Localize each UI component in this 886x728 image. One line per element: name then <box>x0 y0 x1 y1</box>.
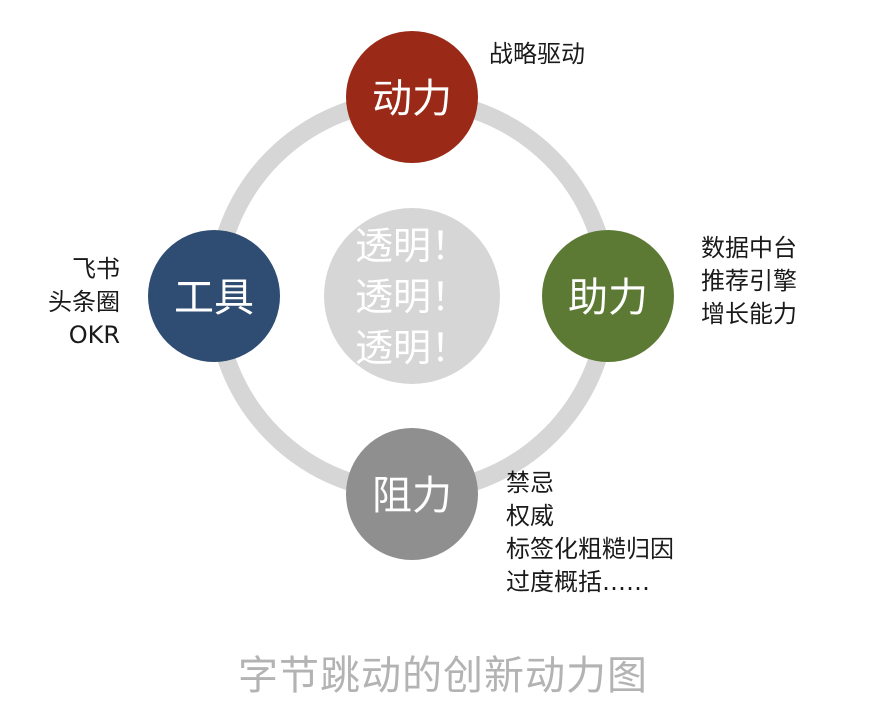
annotation-resistance-line: 标签化粗糙归因 <box>506 535 674 563</box>
annotation-resistance-line: 禁忌 <box>506 469 554 497</box>
center-circle <box>324 208 500 384</box>
annotation-motivation-line: 战略驱动 <box>489 40 585 68</box>
center-text-line-2: 透明！ <box>355 275 469 319</box>
diagram-caption: 字节跳动的创新动力图 <box>238 653 648 699</box>
node-assist-label: 助力 <box>568 275 648 321</box>
node-motivation-label: 动力 <box>372 76 452 122</box>
node-tools-circle <box>148 230 280 362</box>
annotation-resistance: 禁忌 权威 标签化粗糙归因 过度概括…… <box>506 467 674 599</box>
annotation-tools-line: 头条圈 <box>48 288 120 316</box>
node-resistance-label: 阻力 <box>372 473 452 519</box>
node-resistance-circle <box>346 428 478 560</box>
node-assist-circle <box>542 230 674 362</box>
center-text-line-1: 透明！ <box>355 224 469 268</box>
annotation-tools-line: OKR <box>68 321 120 349</box>
center-text-line-3: 透明！ <box>355 326 469 370</box>
annotation-motivation: 战略驱动 <box>489 38 585 71</box>
node-assist: 助力 <box>542 230 674 362</box>
annotation-assist-line: 增长能力 <box>701 300 797 328</box>
node-tools-label: 工具 <box>174 275 254 321</box>
annotation-assist: 数据中台 推荐引擎 增长能力 <box>701 232 797 331</box>
node-resistance: 阻力 <box>346 428 478 560</box>
annotation-assist-line: 数据中台 <box>701 234 797 262</box>
annotation-tools-line: 飞书 <box>72 255 120 283</box>
annotation-resistance-line: 过度概括…… <box>506 568 650 596</box>
annotation-tools: 飞书 头条圈 OKR <box>24 253 120 352</box>
node-motivation: 动力 <box>346 31 478 163</box>
annotation-assist-line: 推荐引擎 <box>701 267 797 295</box>
node-tools: 工具 <box>148 230 280 362</box>
node-motivation-circle <box>346 31 478 163</box>
annotation-resistance-line: 权威 <box>506 502 554 530</box>
